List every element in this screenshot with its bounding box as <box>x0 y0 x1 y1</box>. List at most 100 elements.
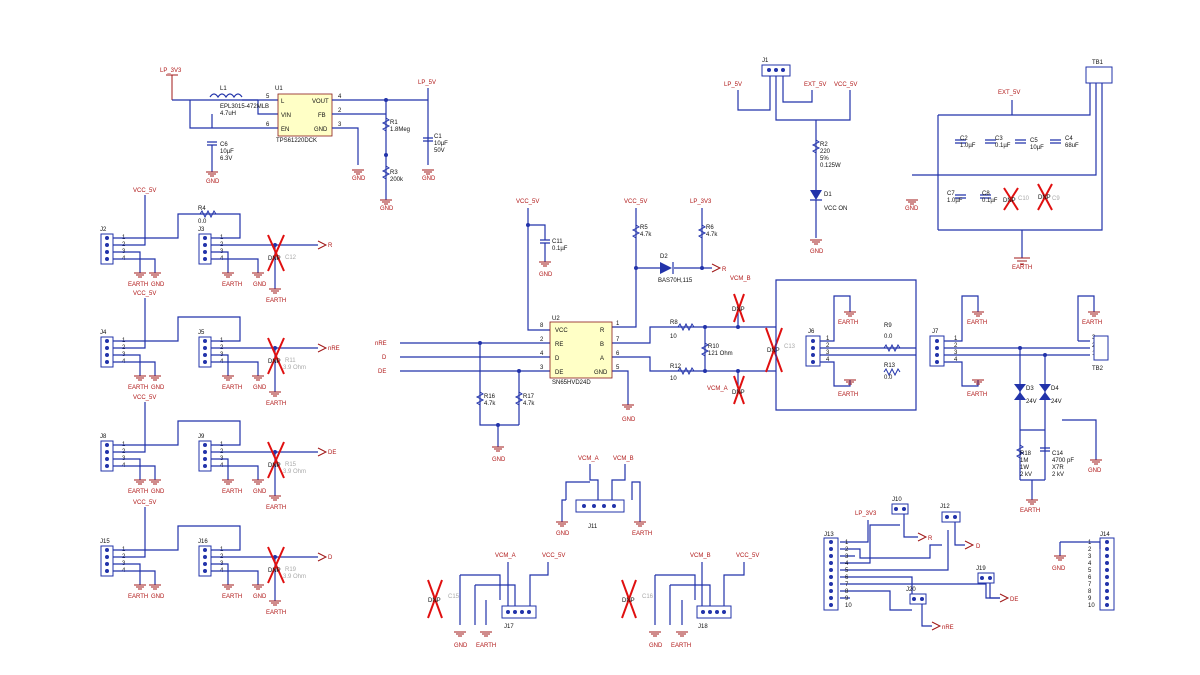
vcc5v-label: VCC_5V <box>133 291 156 297</box>
pin-dot <box>105 243 109 247</box>
pin-dot <box>105 346 109 350</box>
dnp-mark: DNP <box>268 568 281 574</box>
ground-symbol <box>1054 555 1066 561</box>
dnp-mark: DNP <box>268 463 281 469</box>
pin-dot <box>203 353 207 357</box>
junction <box>384 153 388 157</box>
inductor-l1 <box>209 93 243 99</box>
u2-num: 7 <box>616 337 620 343</box>
pin-num: 5 <box>1088 568 1092 574</box>
r10-ref: R10 <box>708 344 720 350</box>
pin-dot <box>1105 596 1109 600</box>
c7-value: 1.0µF <box>947 198 963 204</box>
ground-symbol <box>134 375 146 381</box>
c2-value: 1.0µF <box>960 143 976 149</box>
u2-num: 8 <box>540 323 544 329</box>
j12-wires <box>954 522 965 546</box>
pin-dot <box>105 353 109 357</box>
ground-symbol <box>252 479 264 485</box>
pin-dot <box>203 548 207 552</box>
pin-dot <box>1105 603 1109 607</box>
selector-wires <box>113 402 318 496</box>
pin-dot <box>105 562 109 566</box>
pin-dot <box>829 568 833 572</box>
junction <box>273 450 277 454</box>
r8-ref: R8 <box>670 320 678 326</box>
u1-pin-l: L <box>281 99 285 105</box>
earth-label: EARTH <box>838 320 858 326</box>
ground-symbol <box>252 375 264 381</box>
pin-num: 3 <box>954 350 958 356</box>
ground-label: EARTH <box>266 610 286 616</box>
pin-dot <box>105 257 109 261</box>
right-connector <box>198 336 212 368</box>
ground-label: GND <box>151 385 165 391</box>
j1-ref: J1 <box>762 58 769 64</box>
u1-pin-vin: VIN <box>281 113 291 119</box>
net-label: D <box>328 555 333 561</box>
c5-value: 10µF <box>1030 145 1044 151</box>
left-connector <box>100 545 114 577</box>
pin-dot <box>105 548 109 552</box>
net-label: R <box>328 243 333 249</box>
ground-symbol <box>134 272 146 278</box>
j19-ref: J19 <box>976 566 986 572</box>
u1-pin-l-num: 5 <box>266 94 270 100</box>
u1-pin-en-num: 6 <box>266 122 270 128</box>
d4-ref: D4 <box>1051 386 1059 392</box>
ground-label: EARTH <box>128 594 148 600</box>
gnd-label: GND <box>492 457 506 463</box>
j14-wires <box>1059 541 1101 556</box>
earth-label: EARTH <box>967 392 987 398</box>
u2-pin-re: RE <box>555 342 563 348</box>
c6-voltage: 6.3V <box>220 156 232 162</box>
ghost-value: 3.9 Ohm <box>283 469 306 475</box>
ground-label: EARTH <box>222 282 242 288</box>
gnd-label: GND <box>454 643 468 649</box>
pin-num: 3 <box>826 350 830 356</box>
ground-label: GND <box>151 282 165 288</box>
r17-ref: R17 <box>523 394 535 400</box>
u1-pin-vout-num: 4 <box>338 94 342 100</box>
r18-ref: R18 <box>1020 451 1032 457</box>
gnd-label: GND <box>539 272 553 278</box>
dnp-mark: DNP <box>1038 195 1051 201</box>
dnp-cross <box>765 327 783 373</box>
svg-text:GND: GND <box>352 176 366 182</box>
l1-ref: L1 <box>220 86 227 92</box>
net-d-label: D <box>976 544 981 550</box>
c7-ref: C7 <box>947 191 955 197</box>
boost-input-wires <box>172 99 278 129</box>
left-connector-ref: J4 <box>100 330 107 336</box>
u2-num: 2 <box>540 337 544 343</box>
u1-pin-en: EN <box>281 127 289 133</box>
net-arrow <box>317 240 328 250</box>
earth-label: EARTH <box>476 643 496 649</box>
pin-dot <box>1105 561 1109 565</box>
pin-dot <box>105 457 109 461</box>
ground-symbols <box>556 521 646 527</box>
net-nre-label: nRE <box>375 341 387 347</box>
u2-pin-a: A <box>600 356 604 362</box>
earth-label: EARTH <box>1020 508 1040 514</box>
u2-pin-d: D <box>555 356 560 362</box>
dnp-mark: DNP <box>1003 198 1016 204</box>
r12-ref: R12 <box>670 364 682 370</box>
ground-label: EARTH <box>222 594 242 600</box>
net-ext5v-label-2: EXT_5V <box>998 90 1020 96</box>
pin-dot <box>105 569 109 573</box>
net-vcc5v-label: VCC_5V <box>834 82 857 88</box>
r16-value: 4.7k <box>484 401 496 407</box>
ground-symbol <box>149 479 161 485</box>
ground-symbol <box>252 584 264 590</box>
pin-num: 2 <box>826 343 830 349</box>
earth-label: EARTH <box>838 392 858 398</box>
tb1-bus-wires <box>912 83 1103 258</box>
net-lp3v3-label: LP_3V3 <box>690 199 712 205</box>
d1-wires <box>810 199 822 238</box>
connector-j14 <box>1099 537 1115 611</box>
ground-label: EARTH <box>266 505 286 511</box>
dnp-cross <box>267 441 285 479</box>
gnd-label: GND <box>556 531 570 537</box>
net-vcc5v-label: VCC_5V <box>516 199 539 205</box>
